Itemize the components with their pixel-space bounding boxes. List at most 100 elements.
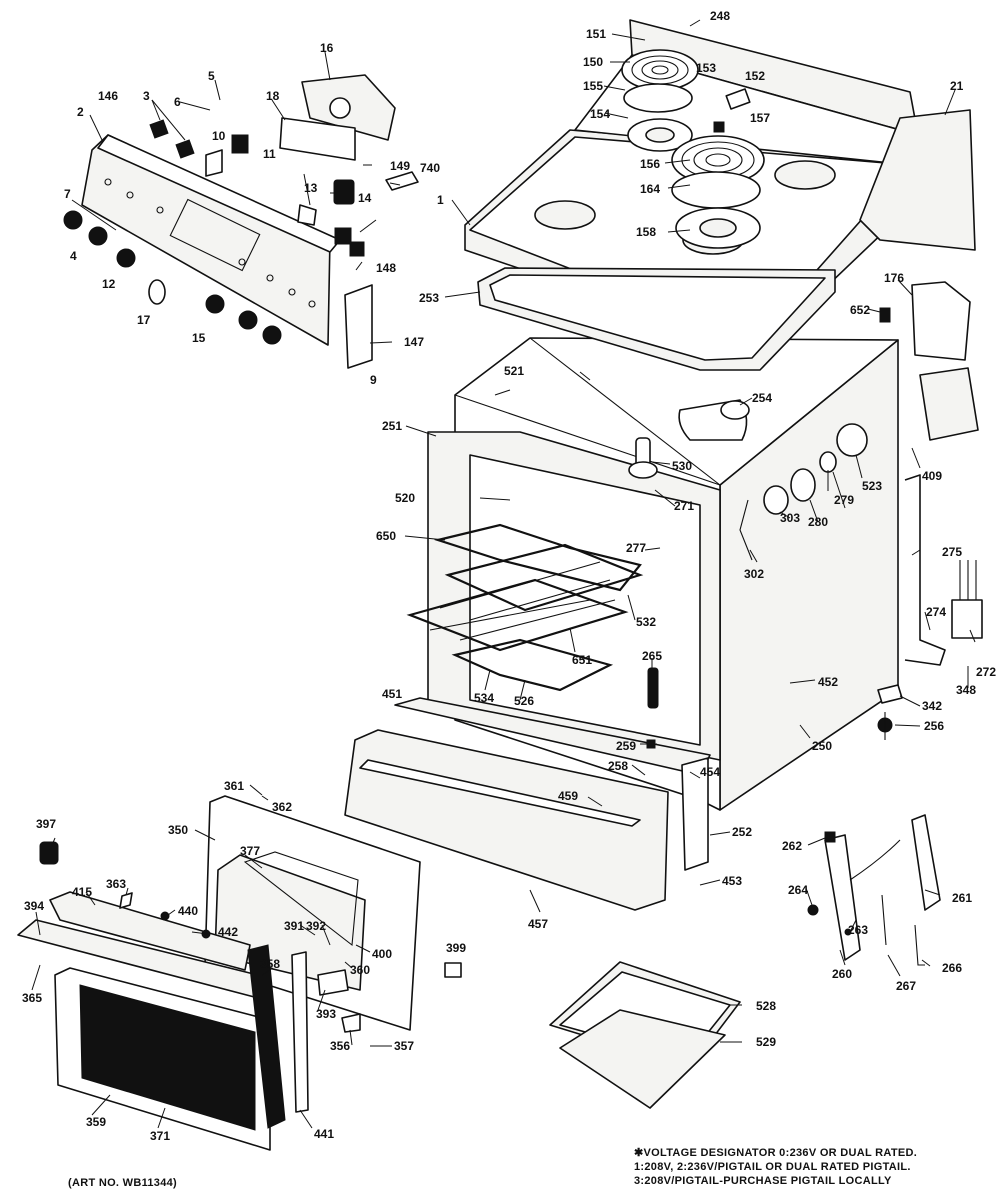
part-label: 530	[672, 459, 692, 473]
part-label: 361	[224, 779, 244, 793]
part-label: 652	[850, 303, 870, 317]
part-label: 397	[36, 817, 56, 831]
part-label: 17	[137, 313, 151, 327]
part-label: 148	[376, 261, 396, 275]
part-label: 280	[808, 515, 828, 529]
part-label: 363	[106, 877, 126, 891]
part-label: 254	[752, 391, 772, 405]
part-label: 150	[583, 55, 603, 69]
part-label: 399	[446, 941, 466, 955]
part-label: 529	[756, 1035, 776, 1049]
part-label: 253	[419, 291, 439, 305]
part-label: 651	[572, 653, 592, 667]
part-label: 302	[744, 567, 764, 581]
part-label: 526	[514, 694, 534, 708]
oven-door	[17, 795, 421, 1151]
part-label: 263	[848, 923, 868, 937]
part-label: 256	[924, 719, 944, 733]
part-label: 264	[788, 883, 808, 897]
part-label: 350	[168, 823, 188, 837]
part-number-labels: 1 2 3 4 5 6 7 9 10 11 12 13 14 15 16 17 …	[22, 9, 996, 1143]
part-label: 258	[608, 759, 628, 773]
oven-rack	[406, 543, 644, 652]
part-label: 360	[350, 963, 370, 977]
surface-unit-small	[621, 49, 699, 152]
part-label: 457	[528, 917, 548, 931]
part-label: 441	[314, 1127, 334, 1141]
part-label: 303	[780, 511, 800, 525]
leader-lines	[31, 19, 976, 1129]
part-label: 357	[394, 1039, 414, 1053]
part-label: 265	[642, 649, 662, 663]
part-label: 394	[24, 899, 44, 913]
part-label: 342	[922, 699, 942, 713]
oven-cabinet	[406, 337, 899, 811]
part-label: 158	[636, 225, 656, 239]
part-label: 415	[72, 885, 92, 899]
part-label: 274	[926, 605, 946, 619]
part-label: 16	[320, 41, 334, 55]
part-label: 3	[143, 89, 150, 103]
part-label: 151	[586, 27, 606, 41]
part-label: 453	[722, 874, 742, 888]
part-label: 400	[372, 947, 392, 961]
part-label: 157	[750, 111, 770, 125]
part-label: 272	[976, 665, 996, 679]
part-label: 4	[70, 249, 77, 263]
voltage-note-line: 3:208V/PIGTAIL-PURCHASE PIGTAIL LOCALLY	[634, 1175, 892, 1187]
part-label: 155	[583, 79, 603, 93]
part-label: 392	[306, 919, 326, 933]
part-label: 459	[558, 789, 578, 803]
part-label: 391	[284, 919, 304, 933]
part-label: 12	[102, 277, 116, 291]
part-label: 371	[150, 1129, 170, 1143]
part-label: 532	[636, 615, 656, 629]
part-label: 149	[390, 159, 410, 173]
door-hinge	[807, 814, 941, 966]
part-label: 358	[260, 957, 280, 971]
part-label: 377	[240, 844, 260, 858]
part-label: 156	[640, 157, 660, 171]
part-label: 356	[330, 1039, 350, 1053]
part-label: 266	[942, 961, 962, 975]
part-label: 521	[504, 364, 524, 378]
part-label: 5	[208, 69, 215, 83]
part-label: 154	[590, 107, 610, 121]
part-label: 21	[950, 79, 964, 93]
part-label: 260	[832, 967, 852, 981]
voltage-note-line: ✱VOLTAGE DESIGNATOR 0:236V OR DUAL RATED…	[634, 1147, 918, 1159]
part-label: 275	[942, 545, 962, 559]
part-label: 359	[86, 1115, 106, 1129]
part-label: 2	[77, 105, 84, 119]
part-label: 534	[474, 691, 494, 705]
part-label: 267	[896, 979, 916, 993]
part-label: 14	[358, 191, 372, 205]
part-label: 393	[316, 1007, 336, 1021]
terminal-block	[879, 281, 979, 441]
voltage-note-line: 1:208V, 2:236V/PIGTAIL OR DUAL RATED PIG…	[634, 1161, 911, 1173]
part-label: 152	[745, 69, 765, 83]
part-label: 11	[263, 147, 276, 161]
part-label: 250	[812, 739, 832, 753]
part-label: 6	[174, 95, 181, 109]
part-label: 1	[437, 193, 444, 207]
part-label: 409	[922, 469, 942, 483]
control-knob	[63, 210, 282, 345]
part-label: 528	[756, 999, 776, 1013]
part-label: 650	[376, 529, 396, 543]
part-label: 442	[218, 925, 238, 939]
part-label: 362	[272, 800, 292, 814]
part-label: 15	[192, 331, 206, 345]
part-label: 18	[266, 89, 280, 103]
part-label: 248	[710, 9, 730, 23]
part-label: 277	[626, 541, 646, 555]
surface-unit-large	[671, 135, 765, 249]
part-label: 13	[304, 181, 318, 195]
part-label: 452	[818, 675, 838, 689]
part-label: 252	[732, 825, 752, 839]
part-label: 261	[952, 891, 972, 905]
part-label: 279	[834, 493, 854, 507]
part-label: 7	[64, 187, 71, 201]
part-label: 176	[884, 271, 904, 285]
